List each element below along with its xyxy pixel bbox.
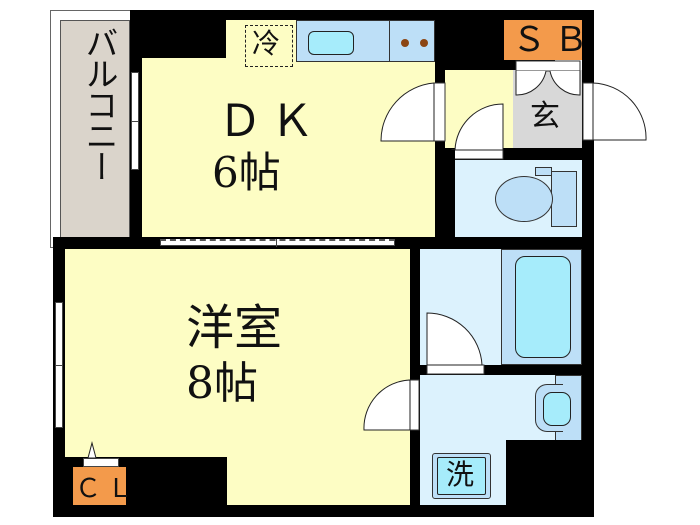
dk-room — [142, 58, 435, 238]
western-room-name: 洋室 — [186, 300, 283, 356]
stove-burner-icon[interactable] — [420, 39, 428, 47]
balcony — [60, 20, 130, 238]
bathtub[interactable] — [515, 256, 571, 358]
dk-room-name: ＤＫ — [218, 96, 322, 147]
balcony-label: バルコニー — [80, 26, 119, 181]
bath-bottom-wall — [420, 365, 590, 375]
wash-basin[interactable] — [543, 392, 571, 426]
closet-door[interactable] — [83, 458, 119, 467]
toilet-left-wall — [445, 150, 455, 250]
toilet-bottom-wall — [410, 237, 590, 249]
sliding-door-divider — [276, 239, 277, 247]
fridge-label: 冷 — [252, 27, 281, 60]
dk-window-divider — [131, 121, 139, 122]
closet[interactable]: ＣＬ — [73, 467, 133, 505]
entrance-label: 玄 — [530, 99, 560, 134]
shoe-box[interactable]: ＳＢ — [504, 20, 588, 60]
outer-wall-right — [582, 10, 594, 275]
fridge-space — [245, 25, 293, 67]
western-room-size: 8帖 — [186, 358, 258, 409]
stove-burner-icon[interactable] — [401, 39, 409, 47]
counter-divider — [389, 20, 390, 62]
dk-top-block — [142, 22, 227, 60]
dk-room-size: 6帖 — [212, 148, 281, 197]
western-window-divider — [55, 365, 63, 366]
outer-wall-top — [130, 10, 594, 22]
outer-wall-bottom — [53, 505, 594, 517]
washing-machine — [437, 457, 486, 495]
kitchen-sink[interactable] — [308, 31, 354, 55]
western-right-wall — [410, 249, 420, 507]
washroom-corner-block — [506, 440, 594, 517]
toilet-bowl-icon[interactable] — [495, 176, 553, 222]
toilet-tank-top — [535, 167, 552, 176]
washer-label: 洗 — [446, 458, 475, 491]
sliding-door[interactable] — [160, 239, 395, 246]
